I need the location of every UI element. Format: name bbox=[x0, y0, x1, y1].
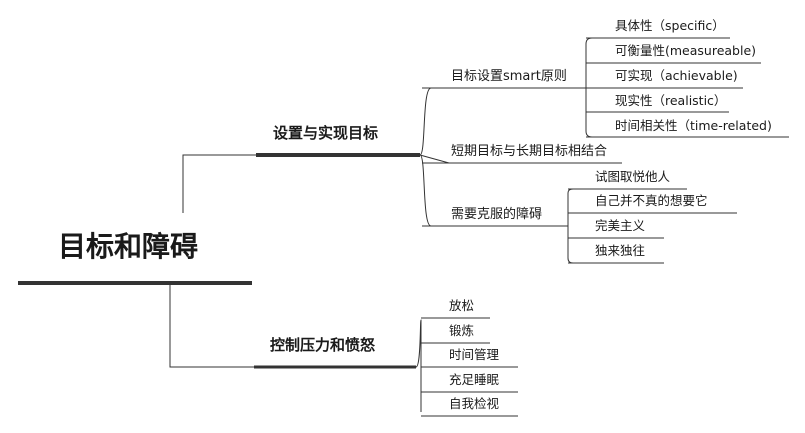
leaf-exercise[interactable]: 锻炼 bbox=[449, 323, 475, 338]
subtopic-smart-principle[interactable]: 目标设置smart原则 bbox=[451, 69, 567, 84]
leaf-not-really-want[interactable]: 自己并不真的想要它 bbox=[595, 193, 708, 208]
leaf-time-management[interactable]: 时间管理 bbox=[449, 347, 500, 362]
subtopic-obstacles[interactable]: 需要克服的障碍 bbox=[451, 207, 543, 222]
connector-branch1-subs bbox=[419, 87, 450, 227]
subtopic-short-long-goals[interactable]: 短期目标与长期目标相结合 bbox=[451, 144, 608, 159]
connector-root-branch1 bbox=[182, 154, 258, 213]
leaf-measureable[interactable]: 可衡量性(measureable) bbox=[615, 43, 757, 58]
leaf-please-others[interactable]: 试图取悦他人 bbox=[595, 169, 671, 184]
leaf-enough-sleep[interactable]: 充足睡眠 bbox=[449, 372, 500, 387]
connector-obstacle-leaves bbox=[567, 188, 574, 264]
leaf-relax[interactable]: 放松 bbox=[449, 298, 475, 313]
leaf-self-review[interactable]: 自我检视 bbox=[449, 396, 500, 411]
branch-control-stress-anger[interactable]: 控制压力和愤怒 bbox=[270, 336, 376, 354]
connector-branch2-leaves bbox=[415, 319, 425, 412]
leaf-time-related[interactable]: 时间相关性（time-related) bbox=[615, 118, 772, 133]
leaf-achievable[interactable]: 可实现（achievable) bbox=[615, 68, 738, 83]
leaf-perfectionism[interactable]: 完美主义 bbox=[595, 218, 646, 233]
leaf-specific[interactable]: 具体性（specific） bbox=[615, 18, 725, 33]
root-topic[interactable]: 目标和障碍 bbox=[58, 230, 199, 263]
leaf-going-alone[interactable]: 独来独往 bbox=[595, 243, 646, 258]
connector-root-branch2 bbox=[169, 285, 256, 368]
branch-set-achieve-goals[interactable]: 设置与实现目标 bbox=[273, 124, 379, 142]
leaf-realistic[interactable]: 现实性（realistic） bbox=[615, 93, 727, 108]
